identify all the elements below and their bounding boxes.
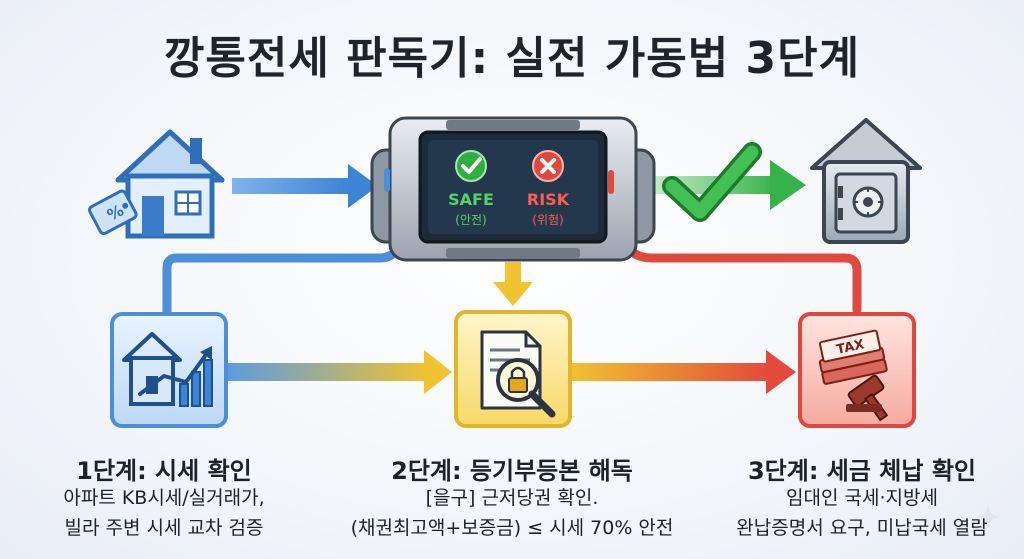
tax-money-gavel-icon: TAX	[818, 329, 889, 422]
step2-desc: [을구] 근저당권 확인. (채권최고액+보증금) ≤ 시세 70% 안전	[322, 483, 702, 543]
risk-indicator: RISK (위험)	[527, 150, 570, 227]
house-price-tag-icon: %	[88, 129, 225, 239]
blue-connector	[162, 235, 410, 323]
step3-box: TAX	[798, 312, 916, 428]
svg-text:%: %	[104, 201, 127, 225]
step2-desc-line1: [을구] 근저당권 확인.	[425, 487, 599, 509]
safe-indicator: SAFE (안전)	[448, 150, 494, 227]
step1-desc-line2: 빌라 주변 시세 교차 검증	[64, 517, 264, 539]
checker-device-icon: SAFE (안전) RISK (위험)	[370, 116, 656, 262]
step3-desc: 임대인 국세·지방세 완납증명서 요구, 미납국세 열람	[710, 483, 1014, 543]
checkmark-icon	[662, 142, 762, 222]
arrow-step2-to-step3	[570, 350, 796, 394]
risk-label: RISK	[527, 190, 570, 209]
step3-desc-line2: 완납증명서 요구, 미납국세 열람	[736, 517, 988, 539]
svg-text:TAX: TAX	[835, 337, 865, 357]
step2-title: 2단계: 등기부등본 해독	[391, 457, 633, 485]
page-title: 깡통전세 판독기: 실전 가동법 3단계	[163, 33, 861, 84]
step1-desc: 아파트 KB시세/실거래가, 빌라 주변 시세 교차 검증	[24, 483, 304, 543]
safe-sub-label: (안전)	[455, 213, 486, 227]
arrow-step1-to-step2	[228, 350, 452, 394]
sparkle-icon	[976, 505, 1000, 529]
step1-desc-line1: 아파트 KB시세/실거래가,	[63, 487, 265, 509]
step1-box	[110, 312, 228, 428]
step2-box	[454, 310, 572, 428]
safe-house-icon	[810, 118, 922, 244]
safe-label: SAFE	[448, 190, 494, 209]
arrow-house-to-device	[232, 164, 378, 208]
house-chart-icon	[122, 332, 213, 407]
risk-sub-label: (위험)	[532, 213, 563, 227]
red-connector	[617, 235, 862, 315]
step3-desc-line1: 임대인 국세·지방세	[786, 487, 938, 509]
step1-title: 1단계: 시세 확인	[76, 457, 252, 485]
step2-desc-line2: (채권최고액+보증금) ≤ 시세 70% 안전	[350, 517, 674, 539]
arrow-device-to-step2	[493, 262, 533, 306]
step3-title: 3단계: 세금 체납 확인	[747, 457, 976, 485]
document-lock-icon	[480, 330, 556, 418]
